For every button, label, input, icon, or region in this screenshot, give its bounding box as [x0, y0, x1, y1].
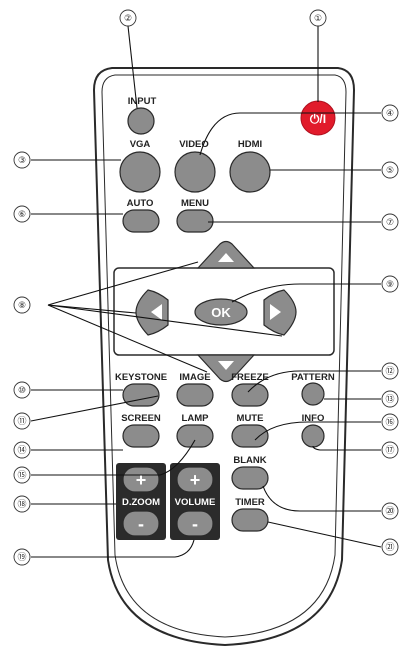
timer-button[interactable]	[231, 508, 269, 532]
callout-9: ⑨	[381, 275, 399, 293]
volume-plus-button[interactable]	[176, 466, 214, 493]
info-button[interactable]	[301, 424, 325, 448]
svg-text:⑱: ⑱	[17, 499, 26, 510]
callout-19: ⑲	[13, 548, 31, 566]
svg-text:⑳: ⑳	[385, 506, 394, 517]
blank-button[interactable]	[231, 466, 269, 490]
lamp-label: LAMP	[182, 413, 210, 424]
ok-button[interactable]	[194, 298, 248, 326]
svg-text:②: ②	[124, 14, 132, 24]
svg-text:⑬: ⑬	[385, 394, 394, 405]
auto-button[interactable]	[122, 209, 160, 233]
svg-text:⑲: ⑲	[17, 552, 26, 563]
svg-text:⑦: ⑦	[386, 218, 394, 228]
hdmi-label: HDMI	[238, 139, 262, 150]
callout-17: ⑰	[381, 441, 399, 459]
callout-16: ⑯	[381, 413, 399, 431]
arrow-right-icon	[270, 304, 281, 320]
callout-13: ⑬	[381, 390, 399, 408]
svg-text:⑩: ⑩	[18, 386, 26, 396]
image-button[interactable]	[176, 383, 214, 407]
vga-button[interactable]	[119, 151, 161, 193]
screen-label: SCREEN	[121, 413, 161, 424]
svg-text:⑰: ⑰	[385, 445, 394, 456]
svg-text:⑮: ⑮	[17, 470, 26, 481]
dzoom-plus-button[interactable]	[122, 466, 160, 493]
dzoom-label: D.ZOOM	[122, 497, 160, 508]
timer-label: TIMER	[235, 497, 265, 508]
callout-7: ⑦	[381, 213, 399, 231]
callout-3: ③	[13, 151, 31, 169]
svg-text:③: ③	[18, 156, 26, 166]
callout-15: ⑮	[13, 466, 31, 484]
freeze-label: FREEZE	[231, 372, 268, 383]
callout-20: ⑳	[381, 502, 399, 520]
remote-body-inner	[101, 74, 347, 638]
callout-14: ⑭	[13, 441, 31, 459]
svg-text:㉑: ㉑	[385, 542, 394, 553]
svg-text:⑭: ⑭	[17, 445, 26, 456]
power-icon: ⏻/I	[310, 112, 326, 126]
callout-2: ②	[119, 9, 137, 27]
svg-text:⑥: ⑥	[18, 210, 26, 220]
volume-minus-icon: -	[192, 514, 198, 534]
callout-21: ㉑	[381, 538, 399, 556]
arrow-left-icon	[151, 304, 162, 320]
dzoom-plus-icon: +	[136, 470, 147, 490]
lamp-button[interactable]	[176, 424, 214, 448]
callout-11: ⑪	[13, 412, 31, 430]
vga-label: VGA	[130, 139, 151, 150]
callout-1: ①	[309, 9, 327, 27]
callout-5: ⑤	[381, 161, 399, 179]
arrow-down-icon	[218, 361, 234, 370]
svg-text:⑨: ⑨	[386, 280, 394, 290]
keystone-label: KEYSTONE	[115, 372, 167, 383]
dzoom-minus-icon: -	[138, 514, 144, 534]
menu-label: MENU	[181, 198, 209, 209]
dzoom-minus-button[interactable]	[122, 510, 160, 537]
callout-6: ⑥	[13, 205, 31, 223]
mute-label: MUTE	[237, 413, 264, 424]
callout-10: ⑩	[13, 381, 31, 399]
keystone-button[interactable]	[122, 383, 160, 407]
svg-text:⑧: ⑧	[18, 301, 26, 311]
volume-minus-button[interactable]	[176, 510, 214, 537]
video-label: VIDEO	[179, 139, 209, 150]
blank-label: BLANK	[233, 455, 266, 466]
pattern-button[interactable]	[301, 382, 325, 406]
svg-text:①: ①	[314, 14, 322, 24]
input-button[interactable]	[127, 107, 155, 135]
volume-label: VOLUME	[175, 497, 216, 508]
input-label: INPUT	[128, 96, 157, 107]
svg-text:⑫: ⑫	[385, 366, 394, 377]
pattern-label: PATTERN	[291, 372, 335, 383]
menu-button[interactable]	[176, 209, 214, 233]
freeze-button[interactable]	[231, 383, 269, 407]
callout-12: ⑫	[381, 362, 399, 380]
callout-8: ⑧	[13, 296, 31, 314]
volume-plus-icon: +	[190, 470, 201, 490]
screen-button[interactable]	[122, 424, 160, 448]
svg-text:⑯: ⑯	[385, 417, 394, 428]
svg-text:⑤: ⑤	[386, 166, 394, 176]
video-button[interactable]	[174, 151, 216, 193]
hdmi-button[interactable]	[229, 151, 271, 193]
ok-label: OK	[211, 305, 231, 320]
arrow-up-icon	[218, 253, 234, 262]
svg-text:④: ④	[386, 109, 394, 119]
mute-button[interactable]	[231, 424, 269, 448]
image-label: IMAGE	[179, 372, 210, 383]
auto-label: AUTO	[127, 198, 154, 209]
svg-text:⑪: ⑪	[17, 416, 26, 427]
info-label: INFO	[302, 413, 325, 424]
leader-lines	[30, 25, 382, 558]
callout-18: ⑱	[13, 495, 31, 513]
callout-4: ④	[381, 104, 399, 122]
